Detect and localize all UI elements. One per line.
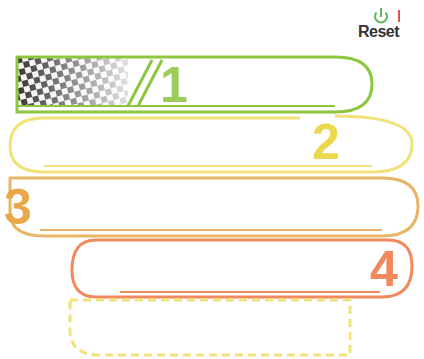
callout-number: 4: [370, 244, 398, 294]
logo-text: Reset: [358, 24, 399, 40]
track-band: [17, 57, 372, 112]
dashed-band: [70, 300, 350, 355]
track-band: [120, 291, 380, 293]
track-band: [10, 116, 412, 172]
callout-number: 1: [160, 60, 188, 110]
track-band: [72, 240, 412, 297]
track-band: [10, 178, 418, 236]
track-band: [40, 229, 382, 231]
callout-number: 2: [312, 117, 340, 167]
callout-number: 3: [4, 182, 32, 232]
power-icon: [375, 8, 400, 22]
